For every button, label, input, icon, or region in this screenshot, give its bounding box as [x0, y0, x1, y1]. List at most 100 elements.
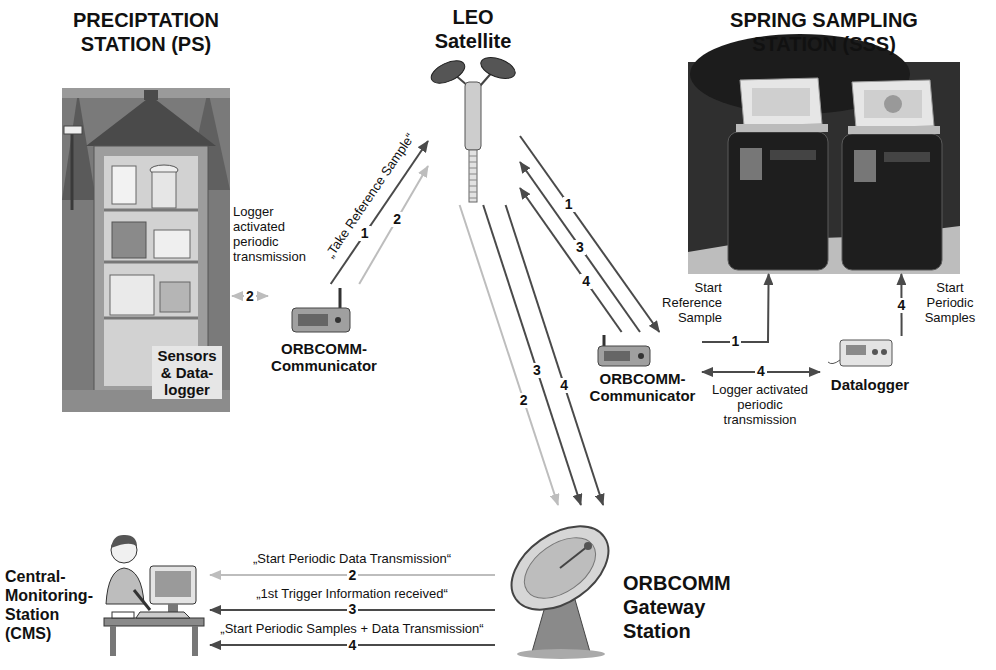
signal-arrow: [520, 188, 622, 332]
station-title: SPRING SAMPLING STATION (SSS): [688, 8, 960, 56]
text-slot: Logger activated periodic transmission: [704, 382, 816, 427]
satellite-illustration: [469, 150, 477, 202]
text-slot: PRECIPTATION STATION (PS): [62, 8, 230, 56]
message-label: „Start Periodic Samples + Data Transmiss…: [212, 621, 492, 636]
step-number: 4: [347, 638, 359, 653]
annotation: Logger activated periodic transmission: [233, 204, 319, 264]
spring-sampling-photo: [884, 95, 902, 113]
step-number: 2: [347, 568, 359, 583]
precipitation-station-photo: [112, 222, 146, 258]
step-number: 2: [518, 393, 530, 408]
text-slot: „Start Periodic Samples + Data Transmiss…: [212, 621, 492, 636]
datalogger-icon: [828, 340, 892, 366]
precipitation-station-photo: [154, 230, 190, 258]
step-number: 1: [730, 334, 742, 349]
device-label: ORBCOMM- Communicator: [268, 340, 380, 374]
device-node: ORBCOMM- Communicator: [268, 284, 382, 384]
operator-illustration: [104, 618, 204, 626]
gateway-dish-illustration: [584, 542, 592, 550]
annotation: Start Reference Sample: [648, 280, 722, 325]
gateway-dish-illustration: [496, 509, 623, 627]
satellite-illustration: [478, 53, 518, 82]
annotation: Logger activated periodic transmission: [704, 382, 816, 427]
communicator-icon: [638, 353, 644, 359]
step-number: 4: [558, 378, 570, 393]
precipitation-station-photo: [104, 209, 198, 212]
operator-illustration: [106, 568, 144, 604]
station-title: PRECIPTATION STATION (PS): [62, 8, 230, 56]
gateway-dish-illustration: [513, 525, 606, 610]
precipitation-station-photo: [71, 130, 74, 210]
datalogger-icon: [872, 349, 878, 355]
satellite-label: LEO Satellite: [428, 5, 518, 53]
precipitation-station-photo: [152, 172, 176, 208]
step-number: 1: [359, 226, 371, 241]
text-slot: Sensors & Data- logger: [152, 346, 222, 399]
message-label: „1st Trigger Information received“: [212, 586, 492, 601]
satellite-illustration: [469, 156, 477, 198]
satellite-illustration: [465, 82, 481, 150]
spring-sampling-photo: [688, 34, 960, 274]
gateway-dish-illustration: [560, 546, 588, 568]
precipitation-station-photo: [104, 317, 198, 320]
precipitation-station-photo: [112, 166, 136, 204]
monitoring-node: Central- Monitoring- Station (CMS): [5, 515, 210, 660]
step-number: 4: [896, 298, 908, 313]
text-slot: Start Reference Sample: [648, 280, 722, 325]
message-label: „Start Periodic Data Transmission“: [212, 551, 492, 566]
datalogger-icon: [828, 360, 840, 364]
datalogger-icon: [881, 349, 887, 355]
part-caption: Sensors & Data- logger: [152, 346, 222, 399]
spring-sampling-photo: [728, 132, 828, 270]
device-label: Datalogger: [820, 376, 920, 393]
gateway-label: ORBCOMM Gateway Station: [623, 571, 747, 643]
text-slot: ORBCOMM- Communicator: [268, 340, 380, 374]
text-slot: ORBCOMM Gateway Station: [623, 571, 747, 643]
annotation: Start Periodic Samples: [914, 280, 986, 325]
signal-arrow: [483, 205, 581, 505]
spring-sampling-photo: [854, 150, 876, 182]
text-slot: Datalogger: [820, 376, 920, 393]
spring-sampling-photo: [770, 150, 816, 160]
precipitation-station-photo: [144, 90, 158, 100]
text-slot: ORBCOMM- Communicator: [585, 370, 700, 404]
station-panel: PRECIPTATION STATION (PS) Sensors & Data-…: [62, 8, 232, 412]
spring-sampling-photo: [864, 90, 922, 118]
text-slot: Start Periodic Samples: [914, 280, 986, 325]
step-number: 2: [391, 212, 403, 227]
communicator-icon: [598, 346, 650, 366]
precipitation-station-photo: [160, 282, 190, 312]
operator-illustration: [112, 612, 134, 618]
signal-arrow: [506, 205, 603, 505]
signal-arrow: [520, 136, 659, 332]
satellite-illustration: [428, 53, 518, 202]
satellite-illustration: [428, 56, 468, 88]
spring-sampling-photo: [852, 80, 934, 128]
spring-sampling-photo: [848, 126, 940, 134]
device-node: ORBCOMM- Communicator: [585, 332, 702, 410]
spring-sampling-photo: [842, 134, 942, 270]
operator-illustration: [155, 571, 191, 597]
precipitation-station-photo: [104, 261, 198, 264]
operator-illustration: [134, 590, 150, 610]
operator-illustration: [110, 626, 116, 656]
operator-illustration: [111, 535, 137, 548]
spring-sampling-photo: [736, 124, 828, 132]
text-slot: SPRING SAMPLING STATION (SSS): [688, 8, 960, 56]
signal-arrow: [331, 141, 428, 284]
operator-illustration: [104, 535, 204, 656]
precipitation-station-photo: [62, 88, 230, 412]
text-slot: Logger activated periodic transmission: [233, 204, 319, 264]
precipitation-station-photo: [62, 88, 230, 412]
signal-arrow: [460, 205, 558, 505]
station-label: Central- Monitoring- Station (CMS): [5, 567, 101, 643]
precipitation-station-photo: [64, 126, 82, 134]
spring-sampling-photo: [752, 88, 810, 116]
communicator-icon: [604, 351, 630, 361]
communicator-icon: [339, 288, 342, 310]
